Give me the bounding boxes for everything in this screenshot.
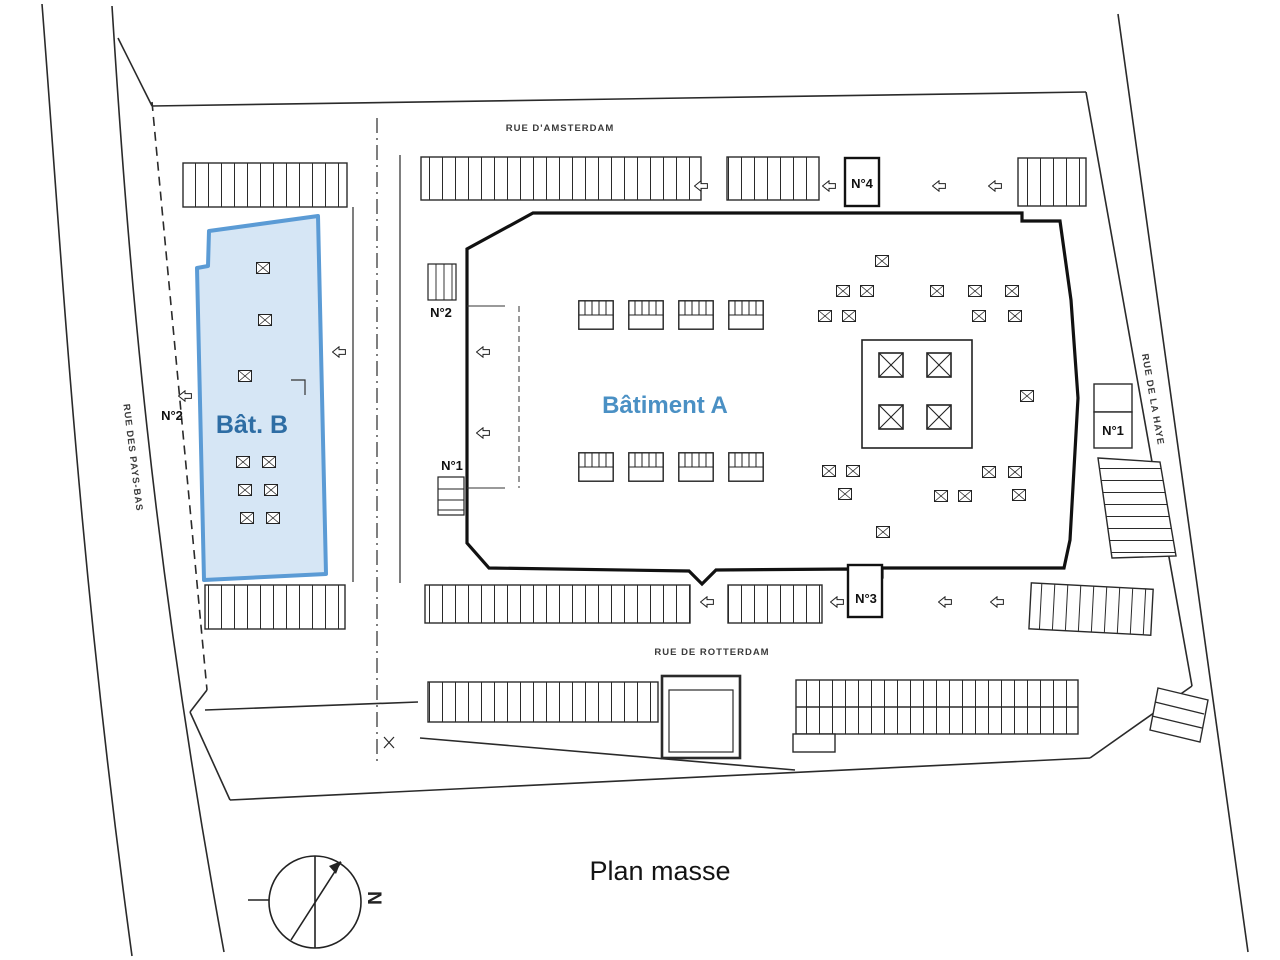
parking-row <box>1028 582 1154 636</box>
bat-b-outline <box>195 214 328 582</box>
street-label-amsterdam: RUE D'AMSTERDAM <box>506 123 615 134</box>
bat-b-detail-line <box>291 379 306 395</box>
arrow-icon <box>988 180 1002 192</box>
entrance-boxes: N°4 N°3 <box>843 156 884 619</box>
shaft-icon <box>878 352 904 378</box>
parking-row <box>427 681 659 723</box>
small-x-mark <box>383 736 395 749</box>
arrow-icon <box>822 180 836 192</box>
entrance-n4-label: N°4 <box>851 176 874 191</box>
parking-row <box>420 156 702 201</box>
entrance-n1-center-box-lines <box>438 488 464 511</box>
parking-top <box>182 156 1087 208</box>
arrow-icon <box>178 390 192 402</box>
entrance-n2-left-label: N°2 <box>161 408 183 423</box>
stair-core-icon <box>578 300 614 330</box>
compass-north-label: N <box>363 891 384 905</box>
arrow-icon <box>700 596 714 608</box>
arrow-icon <box>332 346 346 358</box>
entrance-n1-center-label: N°1 <box>441 458 463 473</box>
parking-corner <box>1149 687 1209 743</box>
compass-needle <box>290 861 342 941</box>
stair-core-icon <box>628 452 664 482</box>
bottom-boundary <box>229 757 1091 801</box>
bat-b: Bât. B <box>195 214 328 582</box>
arrow-icon <box>932 180 946 192</box>
entrance-n2-center-label: N°2 <box>430 305 452 320</box>
entrance-n1-right-box <box>1093 411 1133 449</box>
central-driveway <box>352 118 401 762</box>
lower-zone-edge <box>204 701 419 711</box>
left-property-dashed-line <box>151 101 208 691</box>
stair-core-icon <box>728 300 764 330</box>
stair-core-icon <box>578 452 614 482</box>
street-label-la-haye: RUE DE LA HAYE <box>1139 353 1166 447</box>
parking-row <box>204 584 346 630</box>
left-road-inner-edge <box>111 5 225 953</box>
parking-row <box>424 584 691 624</box>
street-label-rotterdam: RUE DE ROTTERDAM <box>654 647 769 658</box>
entrance-n2-center-box <box>427 263 457 301</box>
roads-and-boundaries <box>41 3 1249 957</box>
stair-core-icon <box>678 452 714 482</box>
shaft-icon <box>926 352 952 378</box>
arrow-icon <box>830 596 844 608</box>
street-label-pays-bas: RUE DES PAYS-BAS <box>120 403 144 512</box>
batiment-a-outline <box>465 211 1080 587</box>
stair-core-icon <box>678 300 714 330</box>
bat-b-label: Bât. B <box>216 411 288 439</box>
parking-row <box>182 162 348 208</box>
top-left-road-fork <box>117 37 153 107</box>
entrance-n3-label: N°3 <box>855 591 877 606</box>
small-structure <box>792 733 836 753</box>
parking-bottom <box>204 582 1154 636</box>
arrow-icon <box>938 596 952 608</box>
parking-corner-line <box>1154 701 1205 715</box>
small-structure <box>1093 383 1133 413</box>
lower-diagonal-path <box>419 737 796 771</box>
stair-core-icon <box>728 452 764 482</box>
arrow-icon <box>990 596 1004 608</box>
parking-corner-line <box>1151 715 1203 729</box>
parking-row <box>727 584 823 624</box>
batiment-a-label: Bâtiment A <box>602 392 728 419</box>
top-street-edge <box>151 91 1087 107</box>
parking-row <box>1017 157 1087 207</box>
right-strip <box>1093 383 1177 559</box>
parking-row <box>1097 457 1177 559</box>
entrance-n1-center-box <box>437 476 465 516</box>
page-title: Plan masse <box>589 856 730 886</box>
entrance-n1-right-label: N°1 <box>1102 423 1124 438</box>
gate-inner <box>668 689 734 753</box>
shaft-icon <box>926 404 952 430</box>
left-road-outer-edge <box>41 3 133 957</box>
right-road-inner-edge <box>1085 91 1193 687</box>
batiment-a: Bâtiment A <box>465 211 1080 587</box>
bottom-left-boundary <box>189 711 231 801</box>
compass-rose: N <box>248 855 384 949</box>
left-boundary-joint <box>189 689 208 713</box>
right-road-outer-edge <box>1117 13 1249 953</box>
entrance-n4-box <box>843 156 881 208</box>
central-entrance-labels: N°2 N°1 N°1 N°2 <box>161 263 1124 516</box>
stair-core-icon <box>628 300 664 330</box>
entrance-n2-center-box-lines <box>435 264 453 300</box>
shaft-icon <box>878 404 904 430</box>
parking-row <box>726 156 820 201</box>
compass-needle-tip <box>329 861 341 874</box>
parking-lower <box>427 674 1209 760</box>
entrance-n3-box <box>846 563 884 619</box>
